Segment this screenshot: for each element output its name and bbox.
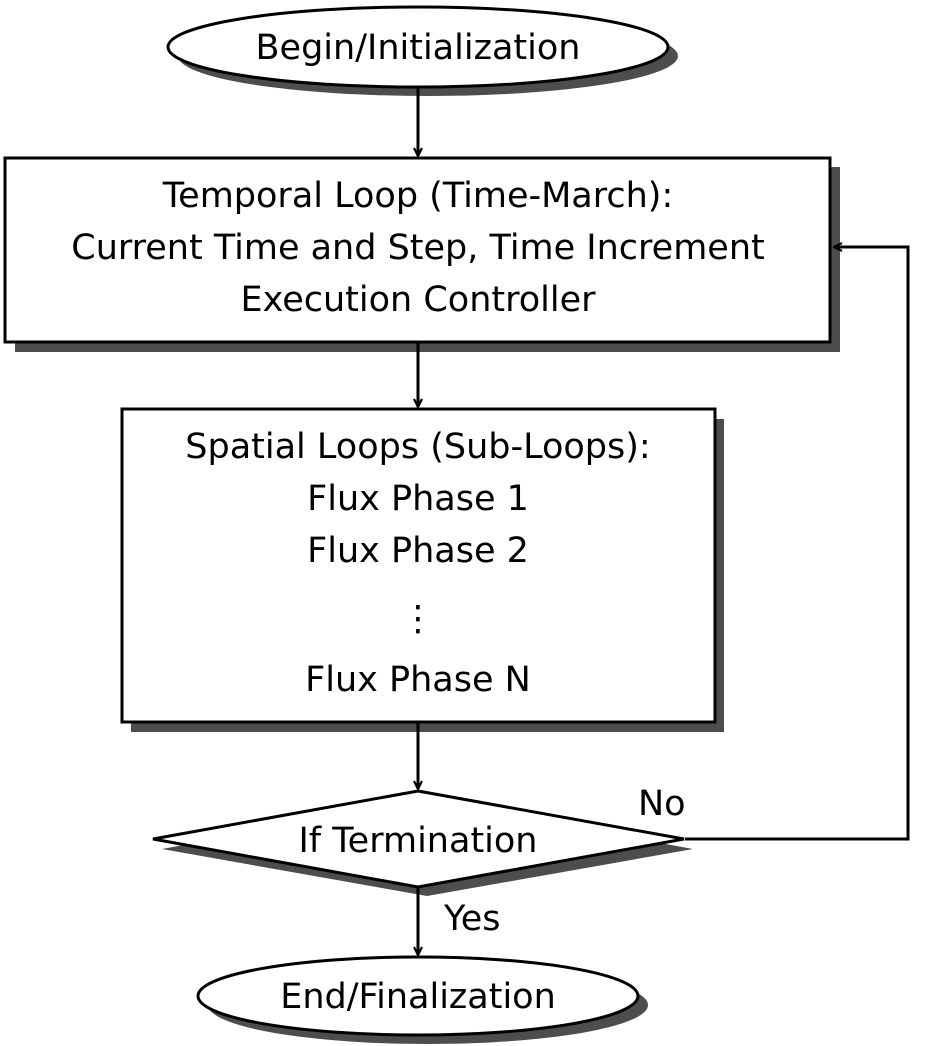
arrow-no-loop-back: [685, 247, 910, 841]
spatial-line-3: Flux Phase 2: [307, 531, 529, 571]
spatial-line-n: Flux Phase N: [305, 660, 531, 700]
begin-label: Begin/Initialization: [256, 28, 581, 68]
begin-node: Begin/Initialization: [166, 5, 678, 96]
termination-decision-node: If Termination: [152, 789, 693, 896]
end-label: End/Finalization: [280, 977, 556, 1017]
decision-label: If Termination: [298, 821, 537, 861]
no-label: No: [638, 784, 686, 824]
spatial-line-1: Spatial Loops (Sub-Loops):: [185, 427, 650, 467]
temporal-loop-node: Temporal Loop (Time-March): Current Time…: [3, 156, 840, 352]
temporal-line-1: Temporal Loop (Time-March):: [162, 176, 674, 216]
spatial-line-2: Flux Phase 1: [307, 479, 529, 519]
yes-label: Yes: [443, 899, 501, 939]
end-node: End/Finalization: [196, 955, 648, 1044]
spatial-vdots: ⋮: [401, 599, 436, 639]
spatial-loops-node: Spatial Loops (Sub-Loops): Flux Phase 1 …: [120, 407, 724, 732]
temporal-line-2: Current Time and Step, Time Increment: [71, 228, 765, 268]
temporal-line-3: Execution Controller: [240, 280, 596, 320]
